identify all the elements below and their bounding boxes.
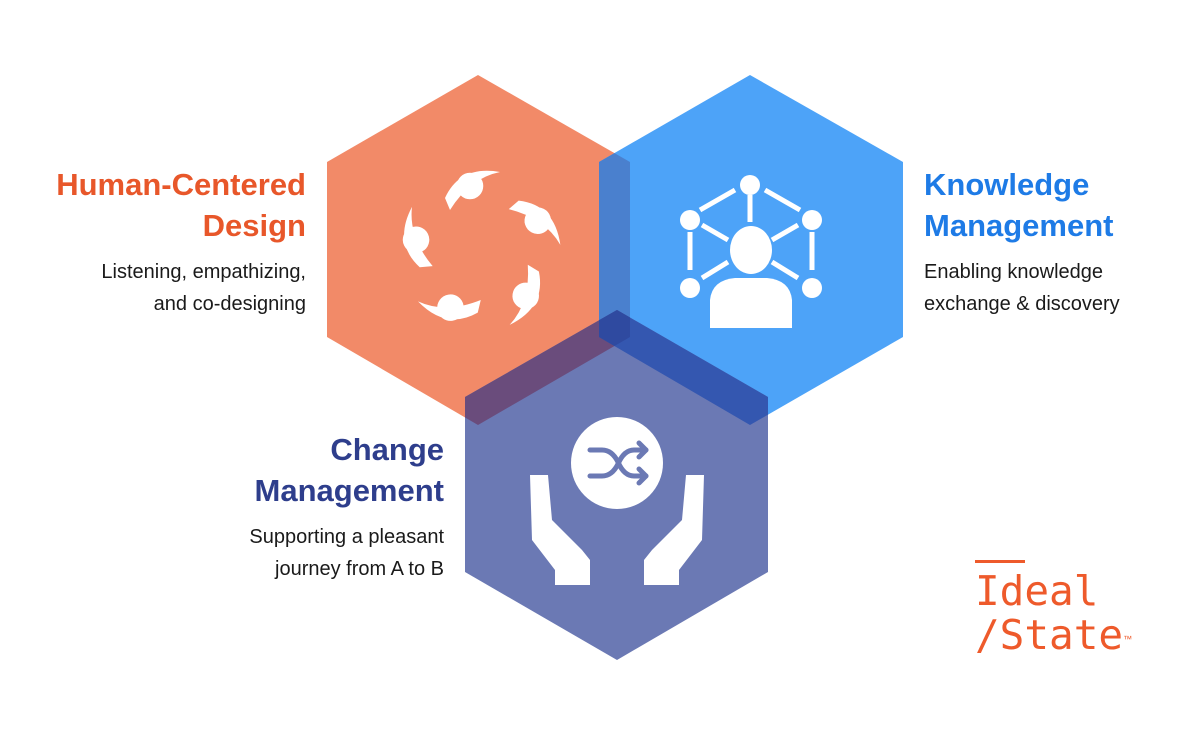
title-line: Management [924,208,1114,243]
pillar-description: Listening, empathizing, and co-designing [0,256,306,320]
desc-line: journey from A to B [275,558,444,580]
ideal-state-logo: Ideal /State™ [975,560,1132,657]
title-line: Design [202,208,306,243]
hands-shuffle-icon [530,417,704,585]
desc-line: and co-designing [153,293,306,315]
logo-line1: Ideal [975,567,1099,615]
title-line: Human-Centered [56,167,306,202]
desc-line: Supporting a pleasant [249,526,444,548]
trademark: ™ [1123,634,1133,644]
pillar-description: Supporting a pleasant journey from A to B [0,521,444,585]
logo-line2: /State [975,611,1124,659]
title-line: Change [330,432,444,467]
logo-bar [975,560,1025,563]
title-line: Management [254,473,444,508]
pillar-description: Enabling knowledge exchange & discovery [924,256,1194,320]
network-person-icon [680,175,822,328]
hexagon-human-centered-design [327,75,630,425]
title-line: Knowledge [924,167,1090,202]
people-circle-icon [393,170,563,336]
desc-line: Enabling knowledge [924,261,1104,283]
desc-line: Listening, empathizing, [101,261,306,283]
desc-line: exchange & discovery [924,293,1120,315]
